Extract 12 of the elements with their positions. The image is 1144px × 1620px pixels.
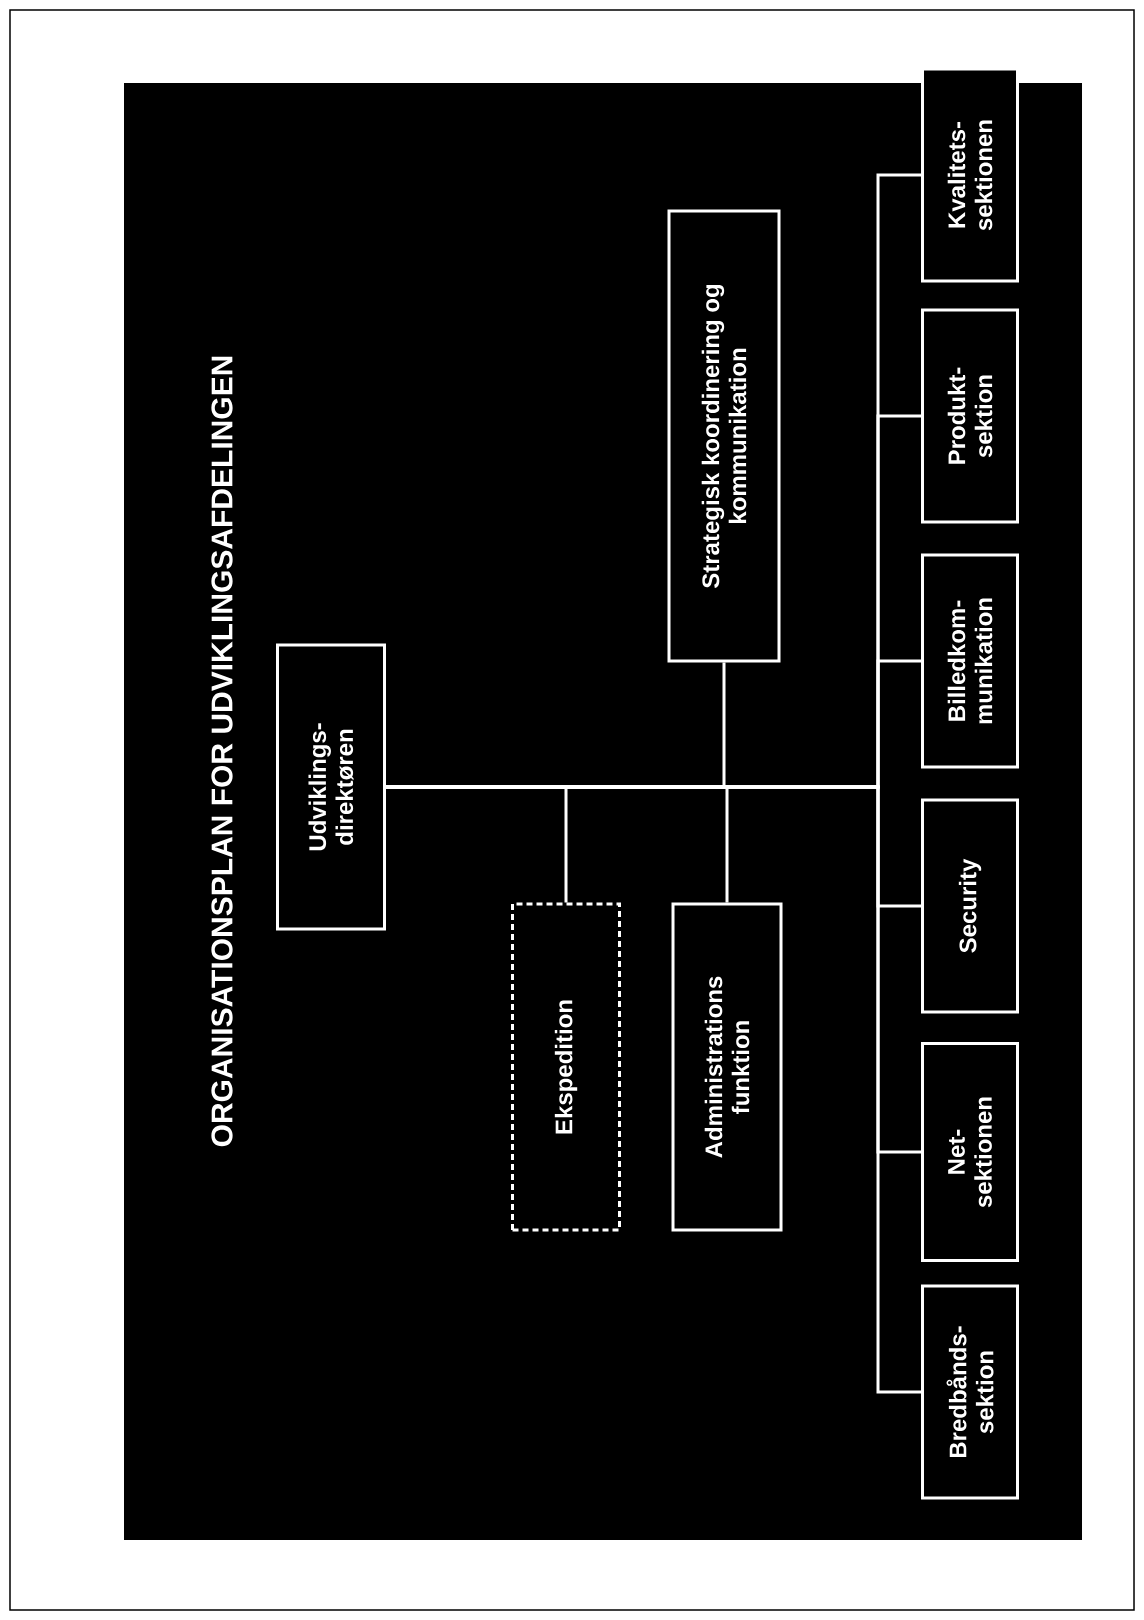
org-box: Net- sektionen — [921, 1042, 1019, 1262]
org-box: Strategisk koordinering og kommunikation — [667, 209, 781, 663]
org-box: Kvalitets- sektionen — [921, 67, 1019, 283]
org-box: Produkt- sektion — [921, 308, 1019, 524]
connector-line — [386, 173, 921, 789]
title: ORGANISATIONSPLAN FOR UDVIKLINGSAFDELINGEN — [211, 356, 233, 1147]
org-box: Billedkom- munikation — [921, 553, 1019, 769]
org-box: Udviklings- direktøren — [276, 643, 386, 931]
org-box: Bredbånds- sektion — [921, 1284, 1019, 1500]
org-box: Ekspedition — [511, 902, 621, 1232]
org-box: Security — [921, 798, 1019, 1014]
org-box: Administrations funktion — [671, 902, 783, 1232]
